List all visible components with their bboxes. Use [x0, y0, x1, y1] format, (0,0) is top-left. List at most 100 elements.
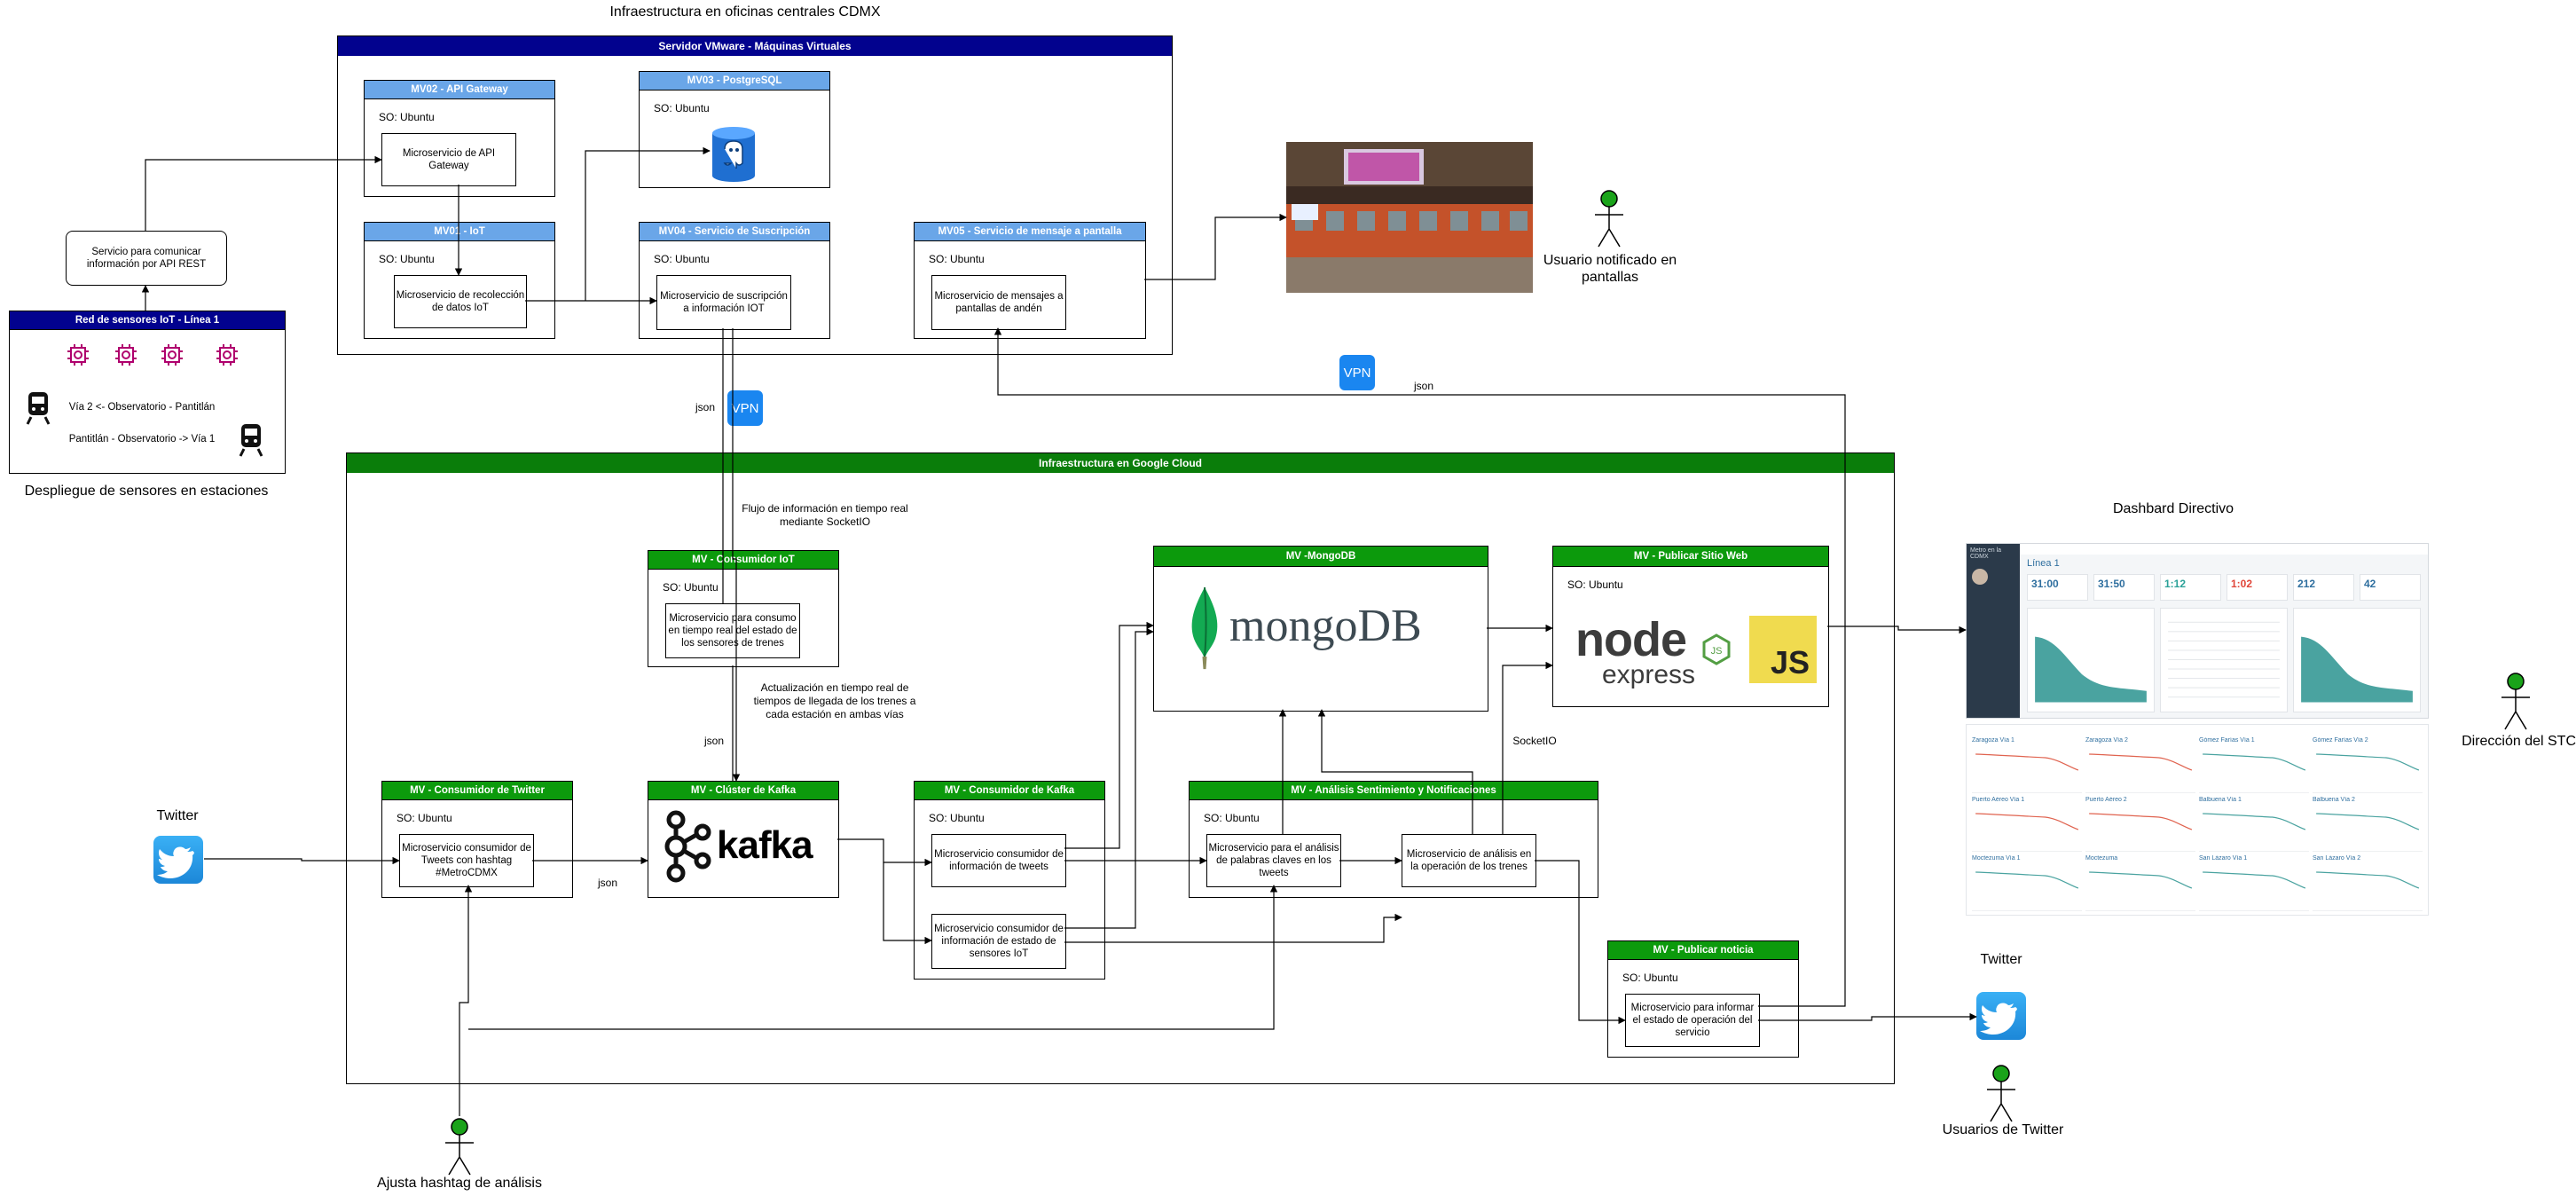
vm-kafka-consumer-title: MV - Consumidor de Kafka — [915, 782, 1104, 800]
sensor-line-2: Pantitlán - Observatorio -> Vía 1 — [68, 434, 216, 445]
kpi-card: 212 — [2293, 574, 2354, 601]
vm-mv03-title: MV03 - PostgreSQL — [640, 72, 829, 90]
vm-mv02-os: SO: Ubuntu — [379, 111, 435, 123]
vm-analysis-title: MV - Análisis Sentimiento y Notificacion… — [1190, 782, 1598, 800]
screen-user-label: Usuario notificado en pantallas — [1543, 253, 1677, 285]
station-chart-title: Zaragoza Vía 2 — [2085, 737, 2128, 744]
sensor-network-title: Red de sensores IoT - Línea 1 — [10, 311, 285, 330]
hashtag-actor-label: Ajusta hashtag de análisis — [377, 1176, 542, 1191]
vmware-title: Servidor VMware - Máquinas Virtuales — [338, 36, 1172, 56]
vm-twitter-consumer-title: MV - Consumidor de Twitter — [382, 782, 572, 800]
vm-mv03-os: SO: Ubuntu — [654, 102, 710, 114]
vm-mv01-os: SO: Ubuntu — [379, 253, 435, 265]
station-chart-title: Puerto Aéreo 2 — [2085, 796, 2127, 803]
javascript-icon: JS — [1749, 616, 1817, 683]
nodejs-hex-icon: JS — [1702, 633, 1731, 665]
dashboard-title: Dashbard Directivo — [2112, 501, 2234, 516]
train-icon — [239, 424, 263, 457]
director-label: Dirección del STC — [2462, 734, 2576, 749]
vpn-badge: VPN — [727, 390, 763, 426]
sensor-chip-icon — [67, 344, 89, 366]
station-chart: Balbuena Vía 2 — [2313, 797, 2423, 853]
twitter-icon — [153, 836, 203, 884]
screen-message-service[interactable]: Microservicio de mensajes a pantallas de… — [931, 275, 1066, 330]
station-chart: Gómez Farías Vía 1 — [2199, 737, 2309, 793]
sensor-network[interactable]: Red de sensores IoT - Línea 1 — [9, 311, 286, 474]
twitter-users-actor — [1980, 1063, 2022, 1129]
kpi-value: 31:00 — [2031, 578, 2059, 590]
dashboard-area-chart — [2293, 608, 2421, 712]
dashboard-charts — [2027, 608, 2421, 712]
kpi-card: 1:12 — [2160, 574, 2221, 601]
update-note: Actualización en tiempo real de tiempos … — [753, 681, 916, 720]
json-label: json — [703, 735, 724, 747]
person-icon — [2501, 673, 2530, 730]
station-chart: Gómez Farías Vía 2 — [2313, 737, 2423, 793]
dashboard-sidebar: Metro en la CDMX — [1967, 544, 2020, 718]
flow-note: Flujo de información en tiempo real medi… — [742, 502, 908, 528]
vpn-badge: VPN — [1339, 355, 1375, 390]
vm-mv05-os: SO: Ubuntu — [929, 253, 985, 265]
json-label: json — [695, 401, 715, 413]
person-icon — [445, 1118, 474, 1176]
tweets-consumer-service[interactable]: Microservicio consumidor de información … — [931, 834, 1066, 887]
twitter-label: Twitter — [156, 808, 199, 823]
vm-twitter-consumer-os: SO: Ubuntu — [397, 812, 452, 824]
station-chart: Balbuena Vía 1 — [2199, 797, 2309, 853]
vm-iot-consumer-os: SO: Ubuntu — [663, 581, 719, 594]
kpi-value: 42 — [2364, 578, 2376, 590]
api-gateway-service[interactable]: Microservicio de API Gateway — [381, 133, 516, 186]
screen-user-actor — [1588, 188, 1630, 255]
twitter-consumer-service[interactable]: Microservicio consumidor de Tweets con h… — [399, 834, 534, 887]
person-icon — [1595, 190, 1623, 248]
publish-news-service[interactable]: Microservicio para informar el estado de… — [1625, 994, 1760, 1047]
vm-mv01-title: MV01 - IoT — [365, 223, 554, 241]
station-chart: Zaragoza Vía 1 — [1972, 737, 2082, 793]
station-chart-title: San Lázaro Vía 1 — [2199, 855, 2248, 862]
iot-collector-service[interactable]: Microservicio de recolección de datos Io… — [394, 275, 527, 328]
vm-mv02-title: MV02 - API Gateway — [365, 81, 554, 99]
dashboard-area-chart — [2027, 608, 2155, 712]
rest-service[interactable]: Servicio para comunicar información por … — [66, 231, 227, 286]
kpi-card: 31:00 — [2027, 574, 2088, 601]
vm-mongodb-title: MV -MongoDB — [1154, 547, 1488, 567]
iot-state-consumer-service[interactable]: Microservicio consumidor de información … — [931, 914, 1066, 969]
person-icon — [1987, 1065, 2015, 1122]
vm-mv04-title: MV04 - Servicio de Suscripción — [640, 223, 829, 241]
sensor-chip-icon — [216, 344, 238, 366]
subscription-service[interactable]: Microservicio de suscripción a informaci… — [656, 275, 791, 330]
director-actor — [2494, 671, 2537, 737]
vm-analysis-os: SO: Ubuntu — [1204, 812, 1260, 824]
station-chart: Puerto Aéreo Vía 1 — [1972, 797, 2082, 853]
dashboard-heading: Línea 1 — [2027, 558, 2060, 569]
json-label: json — [1413, 380, 1433, 392]
vm-kafka-consumer-os: SO: Ubuntu — [929, 812, 985, 824]
express-logo-text: express — [1602, 660, 1696, 689]
vm-website-os: SO: Ubuntu — [1567, 578, 1623, 591]
train-operation-analysis-service[interactable]: Microservicio de análisis en la operació… — [1402, 834, 1536, 887]
kpi-value: 212 — [2297, 578, 2316, 590]
socketio-label: SocketIO — [1512, 735, 1557, 747]
station-chart-title: Moctezuma — [2085, 855, 2118, 862]
hashtag-actor — [438, 1116, 481, 1183]
station-chart: San Lázaro Vía 2 — [2313, 855, 2423, 911]
station-chart-title: Balbuena Vía 2 — [2313, 796, 2355, 803]
iot-consumer-service[interactable]: Microservicio para consumo en tiempo rea… — [665, 603, 800, 658]
sensor-line-1: Vía 2 <- Observatorio - Pantitlán — [68, 402, 216, 413]
sensor-caption: Despliegue de sensores en estaciones — [24, 484, 269, 499]
keyword-analysis-service[interactable]: Microservicio para el análisis de palabr… — [1206, 834, 1341, 887]
vm-publish-news-title: MV - Publicar noticia — [1608, 941, 1798, 960]
sensor-chip-icon — [115, 344, 137, 366]
twitter-label: Twitter — [1980, 952, 2022, 967]
station-chart-title: Zaragoza Vía 1 — [1972, 737, 2014, 744]
vm-website-title: MV - Publicar Sitio Web — [1553, 547, 1828, 567]
station-chart: Moctezuma Vía 1 — [1972, 855, 2082, 911]
kafka-icon — [664, 810, 711, 883]
train-icon — [26, 392, 51, 425]
station-chart: Zaragoza Vía 2 — [2085, 737, 2195, 793]
vm-iot-consumer-title: MV - Consumidor IoT — [648, 551, 838, 570]
dashboard-table — [2160, 608, 2288, 712]
kpi-card: 42 — [2360, 574, 2421, 601]
